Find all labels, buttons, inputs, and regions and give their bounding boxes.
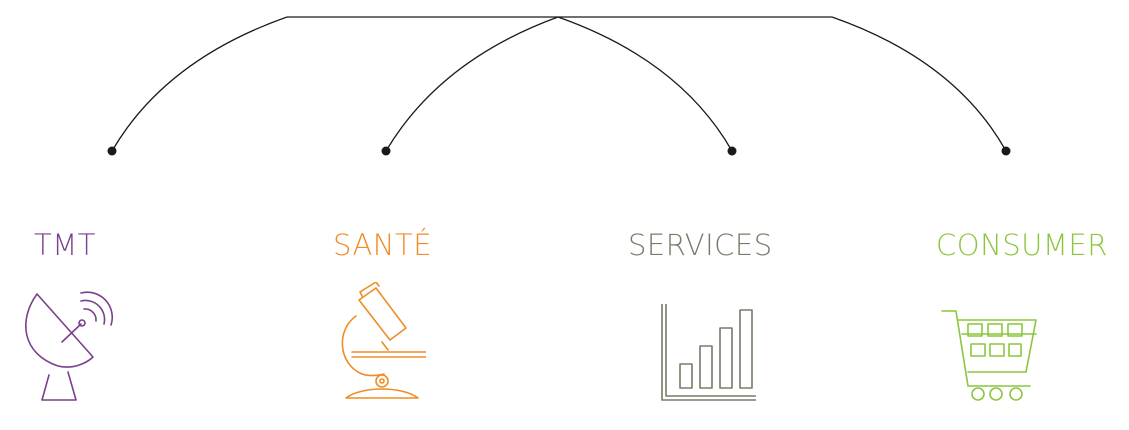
node-dot-consumer (1001, 146, 1011, 156)
connector-arc-sante (385, 16, 559, 152)
bar-chart-icon (661, 304, 756, 401)
satellite-dish-icon (25, 291, 114, 401)
node-dot-tmt (107, 146, 117, 156)
node-dot-sante (381, 146, 391, 156)
sector-label-tmt: TMT (34, 228, 96, 262)
sector-label-consumer: CONSUMER (936, 228, 1108, 262)
connector-arc-consumer (831, 16, 1007, 152)
sector-label-sante: SANTÉ (333, 228, 433, 262)
sector-label-services: SERVICES (628, 228, 773, 262)
connector-arc-tmt (111, 16, 288, 152)
microscope-icon (341, 282, 426, 399)
shopping-cart-icon (941, 310, 1037, 401)
node-dot-services (727, 146, 737, 156)
connector-arc-services (557, 16, 733, 152)
